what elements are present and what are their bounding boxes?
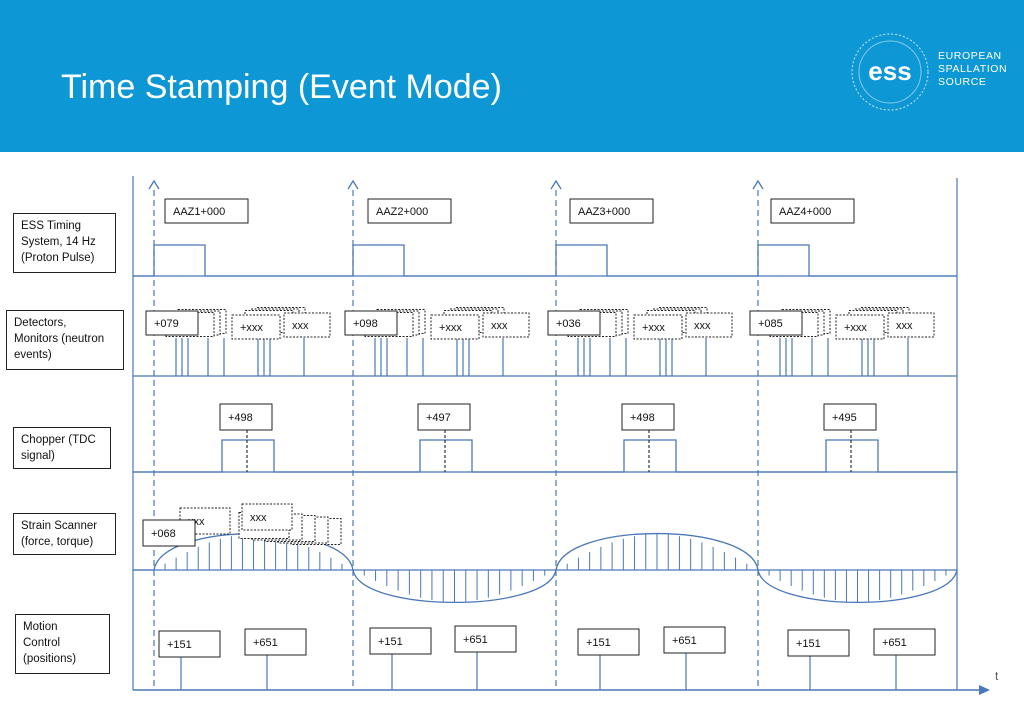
- detector-xxx2-2-text: xxx: [491, 320, 508, 332]
- chopper-stamp-2: [417, 403, 471, 431]
- strain-xxx-2-text: xxx: [250, 512, 267, 524]
- motion-stamp-2-1: [369, 627, 432, 655]
- strain-first-stamp: [142, 519, 196, 547]
- ess-logo: ess EUROPEAN SPALLATION SOURCE: [848, 30, 1008, 114]
- detector-xxx2-3: [685, 312, 733, 338]
- chopper-stamp-1: [219, 403, 273, 431]
- chopper-stamp-4-text: +495: [832, 412, 857, 424]
- detector-xxx2-1: [283, 312, 331, 338]
- detector-xxx-1: [231, 314, 281, 340]
- motion-stamp-3-2-text: +651: [672, 635, 697, 647]
- page-title: Time Stamping (Event Mode): [61, 68, 502, 106]
- strain-xxx-2: [241, 503, 293, 531]
- timing-stamp-2: [367, 198, 452, 224]
- timing-stamp-2-text: AAZ2+000: [376, 206, 428, 218]
- motion-stamp-2-1-text: +151: [378, 636, 403, 648]
- time-axis-arrowhead: [979, 685, 990, 695]
- header-banner: Time Stamping (Event Mode) ess EUROPEAN …: [0, 0, 1024, 152]
- row-label-timing: ESS Timing System, 14 Hz (Proton Pulse): [13, 213, 116, 273]
- chopper-stamp-3-text: +498: [630, 412, 655, 424]
- chopper-stamp-4: [823, 403, 877, 431]
- pulse-marker-arrow-3: [550, 179, 562, 190]
- logo-line-1: EUROPEAN: [938, 50, 1002, 62]
- detector-xxx2-4-text: xxx: [896, 320, 913, 332]
- proton-pulse-signal: [133, 244, 957, 277]
- logo-line-3: SOURCE: [938, 76, 987, 88]
- time-axis-label: t: [995, 669, 999, 683]
- motion-stamp-3-2: [663, 626, 726, 654]
- detector-first-stamp-2-text: +098: [353, 318, 378, 330]
- motion-stamp-2-2-text: +651: [463, 634, 488, 646]
- ess-logo-icon: ess: [851, 33, 929, 111]
- detector-first-stamp-3-text: +036: [556, 318, 581, 330]
- detector-xxx-4: [835, 314, 885, 340]
- chopper-stamp-3: [621, 403, 675, 431]
- detector-first-stamp-1: [145, 310, 199, 336]
- motion-stamp-1-1-text: +151: [167, 639, 192, 651]
- motion-stamp-4-1-text: +151: [796, 638, 821, 650]
- detector-xxx-4-text: +xxx: [844, 322, 867, 334]
- motion-stamp-1-2-text: +651: [253, 637, 278, 649]
- motion-stamp-1-1: [158, 630, 221, 658]
- strain-wave: [133, 533, 958, 603]
- logo-line-2: SPALLATION: [938, 63, 1008, 75]
- detector-first-stamp-3: [547, 310, 601, 336]
- row-label-chopper: Chopper (TDC signal): [13, 427, 111, 469]
- pulse-marker-arrow-2: [347, 179, 359, 190]
- timing-stamp-1-text: AAZ1+000: [173, 206, 225, 218]
- timing-diagram: t AAZ1+000 AAZ2+000 AAZ3+000 AAZ4+000 +079 +xx…: [132, 176, 999, 695]
- detector-xxx-2-text: +xxx: [439, 322, 462, 334]
- timing-stamp-4-text: AAZ4+000: [779, 206, 831, 218]
- motion-stamp-1-2: [244, 628, 307, 656]
- detector-xxx2-2: [482, 312, 530, 338]
- pulse-marker-arrow-1: [148, 179, 160, 190]
- motion-stamp-4-2: [873, 628, 936, 656]
- detector-first-stamp-4: [749, 310, 803, 336]
- row-label-motion: Motion Control (positions): [15, 614, 110, 674]
- chopper-stamp-1-text: +498: [228, 412, 253, 424]
- timing-stamp-4: [770, 198, 855, 224]
- motion-stamp-4-1: [787, 629, 850, 657]
- timing-stamp-1: [164, 198, 249, 224]
- pulse-marker-arrow-4: [752, 179, 764, 190]
- chopper-stamp-2-text: +497: [426, 412, 451, 424]
- motion-stamp-3-1-text: +151: [586, 637, 611, 649]
- timing-stamp-3: [569, 198, 654, 224]
- detector-xxx-3-text: +xxx: [642, 322, 665, 334]
- motion-stamp-4-2-text: +651: [882, 637, 907, 649]
- detector-first-stamp-1-text: +079: [154, 318, 179, 330]
- detector-xxx-2: [430, 314, 480, 340]
- timing-stamp-3-text: AAZ3+000: [578, 206, 630, 218]
- detector-xxx2-3-text: xxx: [694, 320, 711, 332]
- row-label-detectors: Detectors, Monitors (neutron events): [6, 310, 124, 370]
- motion-stamp-2-2: [454, 625, 517, 653]
- detector-xxx-1-text: +xxx: [240, 322, 263, 334]
- detector-xxx2-4: [887, 312, 935, 338]
- motion-stamp-3-1: [577, 628, 640, 656]
- row-label-strain: Strain Scanner (force, torque): [13, 513, 116, 555]
- detector-first-stamp-4-text: +085: [758, 318, 783, 330]
- chopper-signal: [133, 439, 957, 473]
- detector-xxx2-1-text: xxx: [292, 320, 309, 332]
- detector-xxx-3: [633, 314, 683, 340]
- ess-logo-mark: ess: [868, 56, 911, 86]
- strain-first-stamp-text: +068: [151, 528, 176, 540]
- detector-first-stamp-2: [344, 310, 398, 336]
- logo-text: EUROPEAN SPALLATION SOURCE: [938, 50, 1007, 89]
